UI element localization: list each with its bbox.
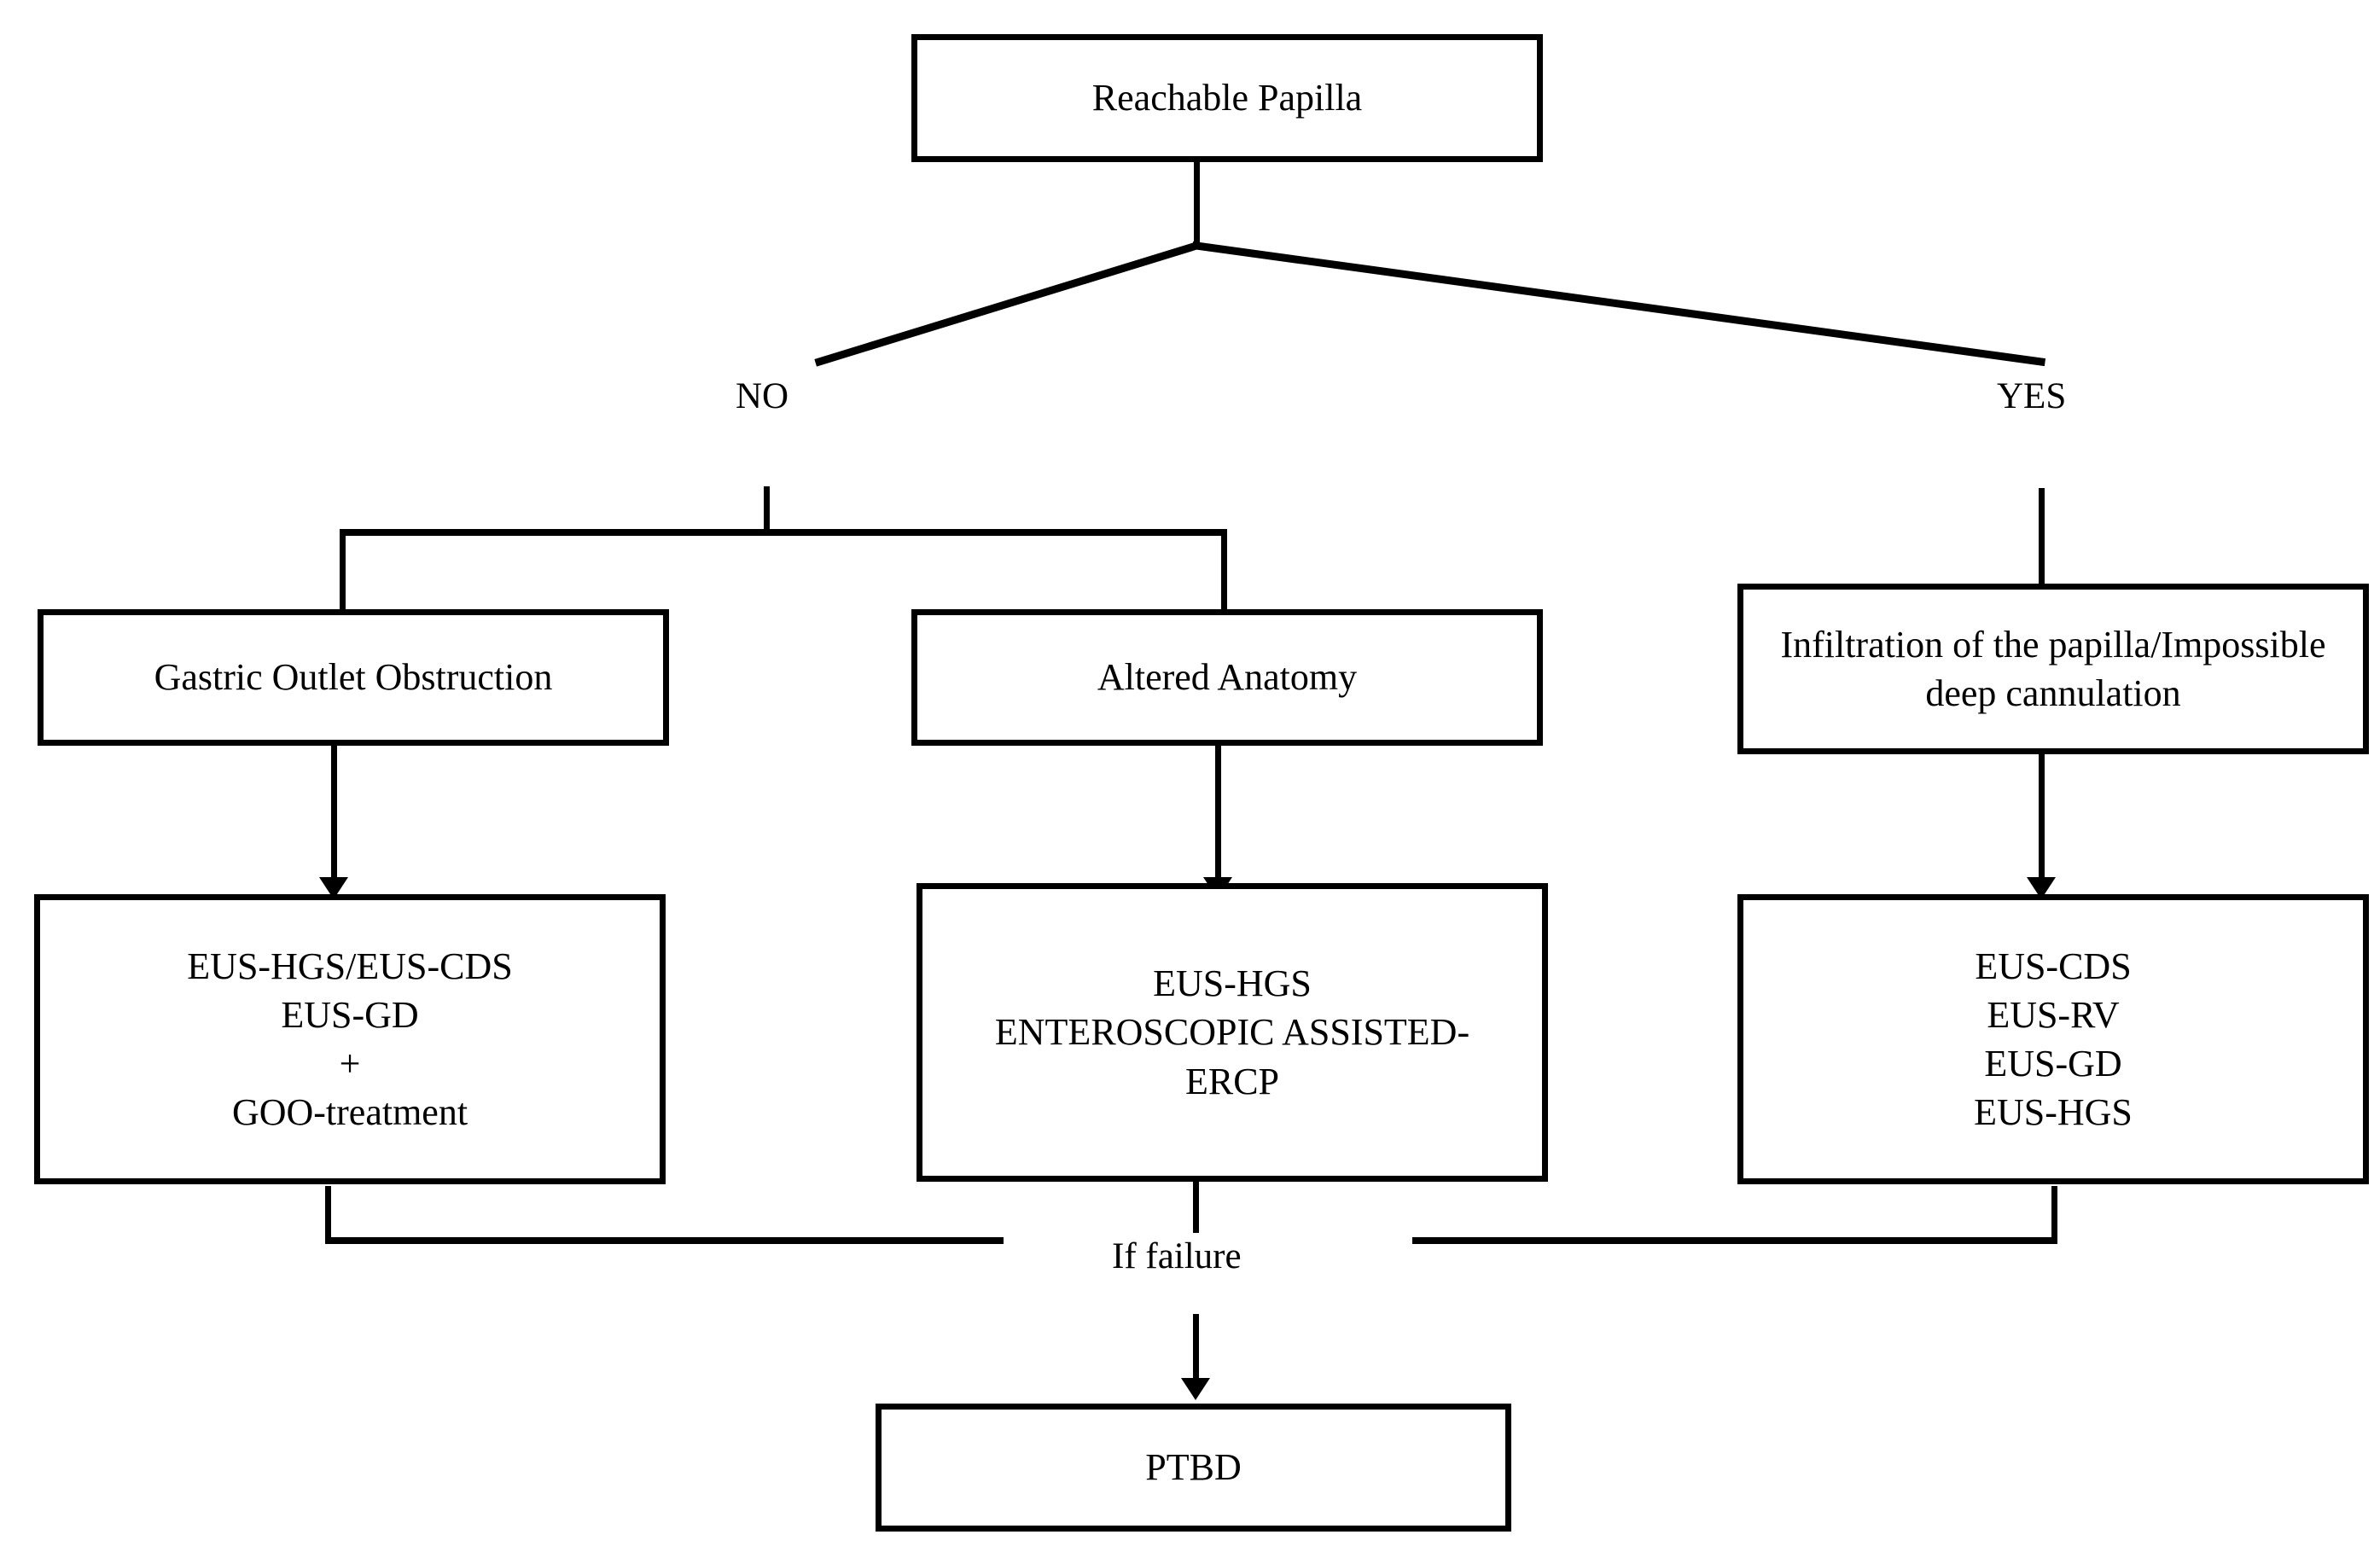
connector-no-drop: [764, 486, 770, 534]
node-line: deep cannulation: [1925, 672, 2181, 714]
connector-no-left-leg: [340, 529, 346, 609]
node-gastric-outlet-obstruction-text: Gastric Outlet Obstruction: [44, 653, 663, 701]
connector-goo-failure-run: [325, 1237, 1004, 1244]
node-ptbd-text: PTBD: [882, 1443, 1505, 1491]
arrowhead-failure-to-ptbd: [1181, 1378, 1210, 1400]
connector-infiltration-failure-stem: [2051, 1186, 2057, 1242]
connector-diagonal-yes: [1191, 241, 2046, 367]
connector-goo-to-treatment: [331, 746, 337, 889]
connector-infiltration-failure-run: [1412, 1237, 2057, 1244]
connector-yes-drop: [2039, 488, 2045, 584]
node-goo-treatment[interactable]: EUS-HGS/EUS-CDS EUS-GD + GOO-treatment: [34, 894, 666, 1184]
node-line: EUS-HGS: [1974, 1091, 2133, 1134]
connector-infiltration-to-treatment: [2039, 754, 2045, 889]
node-goo-treatment-text: EUS-HGS/EUS-CDS EUS-GD + GOO-treatment: [40, 942, 660, 1137]
node-gastric-outlet-obstruction[interactable]: Gastric Outlet Obstruction: [38, 609, 669, 746]
node-line: EUS-CDS: [1975, 945, 2132, 987]
node-infiltration-treatment[interactable]: EUS-CDS EUS-RV EUS-GD EUS-HGS: [1737, 894, 2369, 1184]
node-infiltration[interactable]: Infiltration of the papilla/Impossible d…: [1737, 584, 2369, 754]
edge-label-if-failure: If failure: [1112, 1236, 1242, 1276]
node-line: EUS-GD: [281, 993, 419, 1036]
edge-label-no: NO: [736, 376, 789, 416]
node-altered-anatomy[interactable]: Altered Anatomy: [911, 609, 1543, 746]
connector-goo-failure-stem: [325, 1186, 331, 1242]
node-reachable-papilla[interactable]: Reachable Papilla: [911, 34, 1543, 162]
node-line: +: [339, 1043, 361, 1084]
node-altered-anatomy-text: Altered Anatomy: [917, 653, 1537, 701]
node-line: Reachable Papilla: [1091, 77, 1363, 119]
connector-no-bus: [340, 529, 1227, 536]
node-line: GOO-treatment: [231, 1091, 468, 1134]
connector-diagonal-no: [814, 241, 1202, 367]
node-line: Infiltration of the papilla/Impossible: [1780, 623, 2326, 666]
connector-root-stem: [1194, 162, 1200, 246]
node-line: EUS-GD: [1984, 1043, 2122, 1084]
node-line: ENTEROSCOPIC ASSISTED-: [994, 1011, 1470, 1054]
connector-altered-to-treatment: [1215, 746, 1221, 889]
connector-no-right-leg: [1221, 529, 1227, 609]
node-ptbd[interactable]: PTBD: [876, 1404, 1511, 1532]
edge-label-yes: YES: [1997, 376, 2067, 416]
node-line: EUS-HGS: [1153, 962, 1312, 1005]
node-infiltration-text: Infiltration of the papilla/Impossible d…: [1743, 620, 2363, 718]
node-line: ERCP: [1184, 1060, 1280, 1102]
node-line: Gastric Outlet Obstruction: [154, 656, 553, 699]
node-line: PTBD: [1145, 1446, 1242, 1489]
node-line: EUS-RV: [1987, 993, 2120, 1036]
node-altered-treatment[interactable]: EUS-HGS ENTEROSCOPIC ASSISTED- ERCP: [917, 883, 1548, 1182]
node-reachable-papilla-text: Reachable Papilla: [917, 73, 1537, 122]
node-line: EUS-HGS/EUS-CDS: [187, 945, 513, 987]
node-altered-treatment-text: EUS-HGS ENTEROSCOPIC ASSISTED- ERCP: [922, 959, 1542, 1106]
connector-altered-failure-stem: [1193, 1182, 1199, 1233]
node-infiltration-treatment-text: EUS-CDS EUS-RV EUS-GD EUS-HGS: [1743, 942, 2363, 1137]
connector-failure-to-ptbd: [1193, 1314, 1199, 1389]
node-line: Altered Anatomy: [1097, 656, 1358, 699]
